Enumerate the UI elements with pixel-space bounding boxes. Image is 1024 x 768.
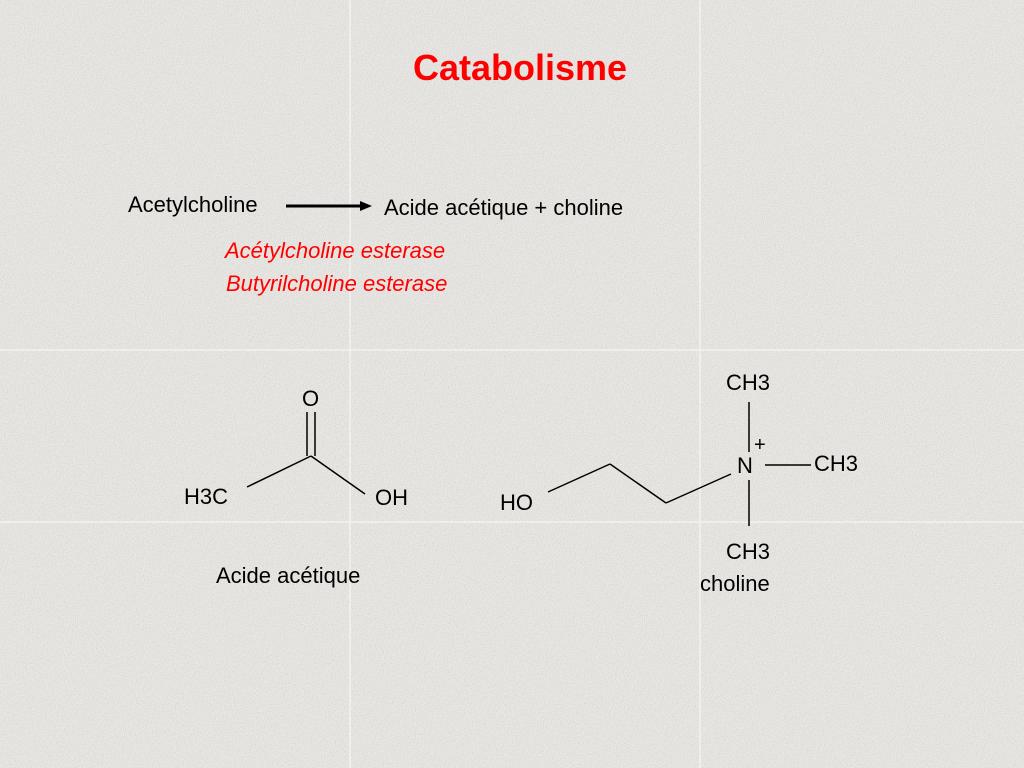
choline-caption: choline (700, 571, 770, 596)
acetic-acid-caption: Acide acétique (216, 563, 361, 588)
reaction-arrow (286, 201, 372, 211)
page-title: Catabolisme (412, 47, 628, 88)
enzyme-2-label: Butyrilcholine esterase (226, 271, 448, 296)
products-label: Acide acétique + choline (384, 195, 624, 220)
acetic-methyl-group: H3C (184, 484, 229, 509)
acetic-carbonyl-oxygen: O (302, 386, 320, 411)
enzyme-1-label: Acétylcholine esterase (225, 238, 446, 263)
acetic-acid-bonds (246, 412, 366, 495)
choline-hydroxyl-group: HO (500, 490, 533, 515)
reactant-label: Acetylcholine (128, 192, 258, 217)
choline-methyl-top: CH3 (726, 370, 771, 395)
choline-nitrogen: N (737, 453, 753, 478)
acetic-hydroxyl-group: OH (375, 485, 408, 510)
choline-methyl-right: CH3 (814, 451, 859, 476)
choline-bonds (547, 402, 811, 526)
choline-methyl-bottom: CH3 (726, 539, 771, 564)
choline-positive-charge: + (754, 434, 766, 456)
